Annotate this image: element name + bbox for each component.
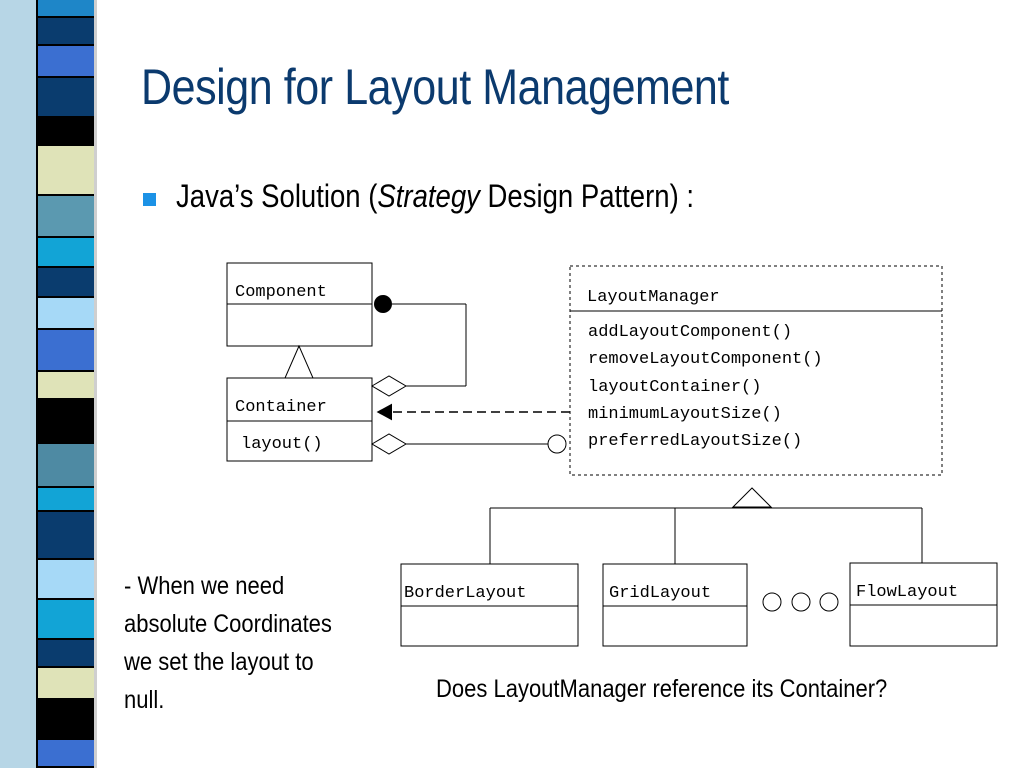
stripe-band <box>38 118 94 144</box>
stripe-band <box>38 372 94 398</box>
flow-layout-name: FlowLayout <box>856 583 958 602</box>
grid-layout-class-box: GridLayout <box>602 563 748 647</box>
note-line: we set the layout to <box>124 648 314 676</box>
bullet-emphasis: Strategy <box>377 178 480 214</box>
border-layout-name: BorderLayout <box>404 584 526 603</box>
stripe-band <box>38 700 94 738</box>
component-class-box: Component <box>226 262 373 347</box>
layout-manager-method: layoutContainer() <box>588 378 761 397</box>
layout-manager-method: addLayoutComponent() <box>588 323 792 342</box>
stripe-band <box>38 444 94 486</box>
container-method: layout() <box>241 435 323 454</box>
note-line: - When we need <box>124 572 285 600</box>
realization-tree <box>489 487 923 564</box>
grid-layout-name: GridLayout <box>609 584 711 603</box>
decorative-stripe <box>0 0 120 768</box>
stripe-band <box>38 400 94 442</box>
flow-layout-class-box: FlowLayout <box>849 562 998 647</box>
component-class-name: Component <box>235 283 327 302</box>
stripe-band <box>38 0 94 16</box>
layout-manager-name: LayoutManager <box>587 288 720 307</box>
stripe-band <box>38 488 94 510</box>
bullet-suffix: Design Pattern) : <box>479 178 695 214</box>
stripe-band <box>38 18 94 44</box>
question-text: Does LayoutManager reference its Contain… <box>436 675 888 703</box>
stripe-band <box>38 268 94 296</box>
layout-manager-method: minimumLayoutSize() <box>588 405 782 424</box>
layout-manager-interface-box: LayoutManager addLayoutComponent() remov… <box>569 265 943 476</box>
stripe-band <box>38 560 94 598</box>
stripe-band <box>38 196 94 236</box>
layout-manager-method: removeLayoutComponent() <box>588 350 823 369</box>
stripe-band <box>38 146 94 194</box>
stripe-band <box>38 600 94 638</box>
slide-title: Design for Layout Management <box>141 59 729 115</box>
inheritance-triangle-icon <box>731 487 773 508</box>
border-layout-class-box: BorderLayout <box>400 563 579 647</box>
aggregation-diamond-icon <box>371 375 407 397</box>
aggregation-diamond-icon <box>371 433 407 455</box>
stripe-band <box>38 640 94 666</box>
bullet-prefix: Java’s Solution ( <box>176 178 378 214</box>
stripe-band <box>38 512 94 558</box>
container-class-box: Container layout() <box>226 377 373 462</box>
stripe-band <box>38 740 94 766</box>
interface-lollipop-icon <box>547 434 567 454</box>
stripe-band <box>38 46 94 76</box>
layout-manager-method: preferredLayoutSize() <box>588 432 802 451</box>
bullet-square-icon <box>143 193 156 206</box>
ellipsis-circles-icon <box>762 592 839 612</box>
absolute-coordinates-note: - When we need absolute Coordinates we s… <box>124 567 344 719</box>
aggregation-link-layout <box>371 433 567 455</box>
stripe-band <box>38 238 94 266</box>
note-line: null. <box>124 686 165 714</box>
container-class-name: Container <box>235 398 327 417</box>
stripe-band <box>38 330 94 370</box>
stripe-band <box>38 668 94 698</box>
stripe-band <box>38 78 94 116</box>
filled-dot-icon <box>374 295 392 313</box>
note-line: absolute Coordinates <box>124 610 332 638</box>
aggregation-link-components <box>371 295 467 397</box>
stripe-band <box>38 298 94 328</box>
inheritance-arrow-container <box>284 344 314 379</box>
bullet-text: Java’s Solution (Strategy Design Pattern… <box>176 178 694 215</box>
